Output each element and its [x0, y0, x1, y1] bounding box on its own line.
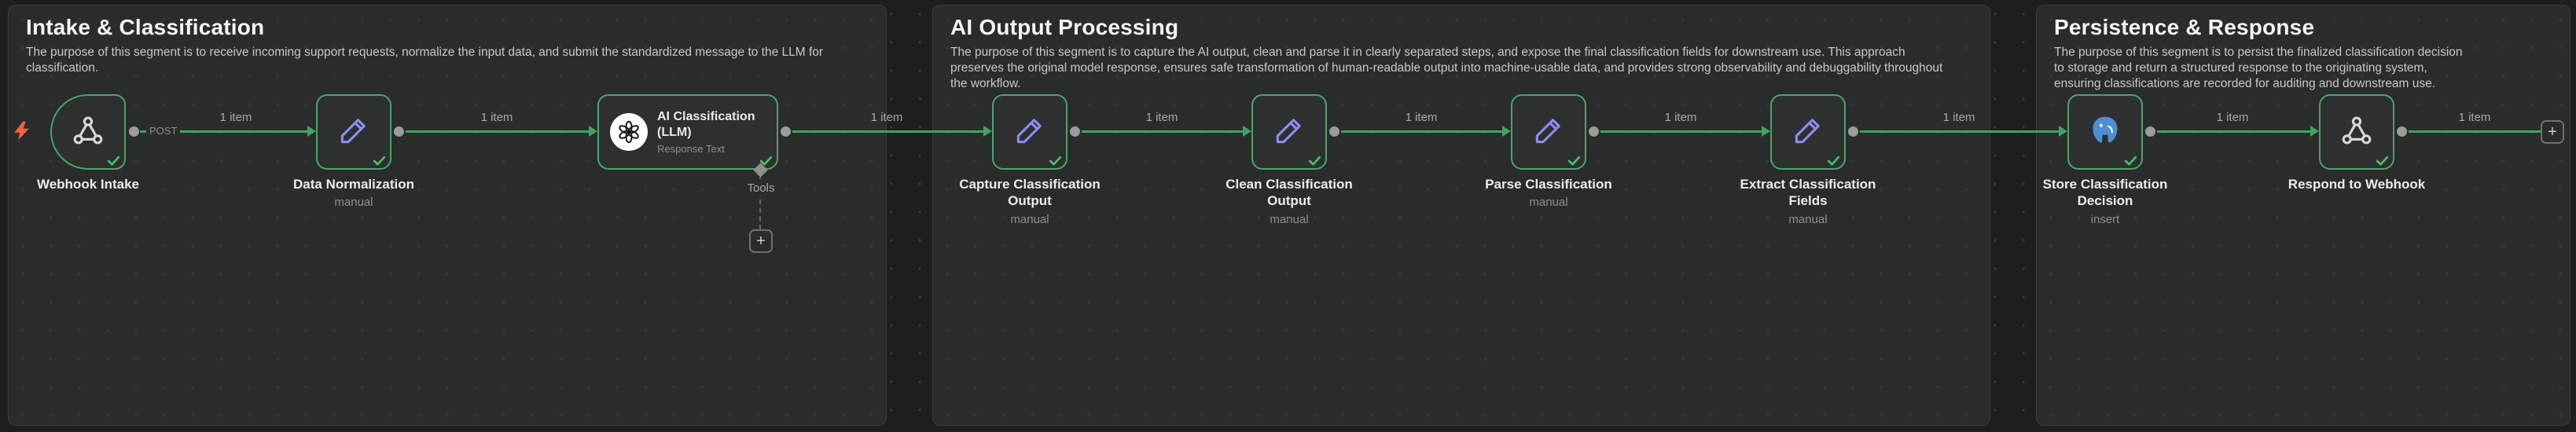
success-check-icon — [759, 153, 774, 168]
section-description: The purpose of this segment is to captur… — [950, 46, 1943, 90]
output-port[interactable] — [2397, 126, 2407, 137]
webhook-method-badge: POST — [146, 123, 181, 138]
node-name: Parse Classification manual — [1462, 176, 1635, 211]
output-port[interactable] — [2145, 126, 2155, 137]
node-subtitle: manual — [334, 196, 373, 210]
connection-items-count: 1 item — [1145, 111, 1178, 124]
node-capture-classification-output[interactable] — [992, 94, 1068, 170]
section-title: Intake & Classification — [26, 15, 265, 39]
node-name: Capture Classification Output manual — [943, 176, 1116, 227]
node-subtitle: manual — [1529, 196, 1568, 210]
connection-arrowhead — [2310, 126, 2319, 137]
node-inner-text: AI Classification (LLM) Response Text — [657, 109, 771, 154]
success-check-icon — [2123, 153, 2138, 168]
connection-items-count: 1 item — [870, 111, 903, 124]
tools-connection-dashed-line — [759, 174, 761, 229]
section-title: Persistence & Response — [2054, 15, 2315, 39]
postgres-icon — [2088, 113, 2122, 152]
sticky-note-intake-classification[interactable]: Intake & Classification The purpose of t… — [8, 5, 887, 426]
sticky-note-ai-output-processing[interactable]: AI Output Processing The purpose of this… — [932, 5, 1990, 426]
success-check-icon — [1048, 153, 1063, 168]
node-name: Webhook Intake — [36, 177, 140, 192]
success-check-icon — [1826, 153, 1841, 168]
node-subtitle: manual — [1270, 212, 1309, 226]
tools-port-label: Tools — [744, 181, 778, 196]
node-parse-classification[interactable] — [1511, 94, 1586, 170]
node-subtitle: insert — [2090, 212, 2120, 226]
node-subtitle: Response Text — [657, 142, 725, 155]
section-description: The purpose of this segment is to receiv… — [26, 46, 824, 75]
node-clean-classification-output[interactable] — [1251, 94, 1327, 170]
node-webhook-intake[interactable] — [50, 94, 126, 170]
node-extract-classification-fields[interactable] — [1770, 94, 1846, 170]
connection[interactable] — [2409, 130, 2541, 133]
add-tool-button[interactable]: + — [749, 229, 773, 253]
connection-arrowhead — [307, 126, 316, 137]
success-check-icon — [1567, 153, 1582, 168]
success-check-icon — [1307, 153, 1322, 168]
connection[interactable] — [1860, 130, 2059, 133]
success-check-icon — [2375, 153, 2390, 168]
connection[interactable] — [792, 130, 983, 133]
add-node-button[interactable]: + — [2541, 120, 2564, 144]
pen-icon — [336, 113, 371, 152]
node-ai-classification-llm[interactable]: AI Classification (LLM) Response Text — [597, 94, 778, 170]
node-subtitle: manual — [1010, 212, 1049, 226]
connection-arrowhead — [589, 126, 597, 137]
pen-icon — [1531, 113, 1566, 152]
node-store-classification-decision[interactable] — [2067, 94, 2143, 170]
output-port[interactable] — [1589, 126, 1599, 137]
node-name: Data Normalization manual — [267, 176, 440, 211]
connection-items-count: 1 item — [2458, 111, 2491, 124]
node-subtitle: manual — [1788, 212, 1828, 226]
connection-items-count: 1 item — [1405, 111, 1438, 124]
connection-arrowhead — [1502, 126, 1511, 137]
connection-arrowhead — [983, 126, 992, 137]
output-port[interactable] — [394, 126, 404, 137]
node-name: AI Classification (LLM) — [657, 110, 755, 139]
connection-items-count: 1 item — [1664, 111, 1697, 124]
connection-arrowhead — [2059, 126, 2067, 137]
section-description: The purpose of this segment is to persis… — [2054, 46, 2463, 90]
sticky-note-persistence-response[interactable]: Persistence & Response The purpose of th… — [2036, 5, 2570, 426]
pen-icon — [1012, 113, 1047, 152]
node-name: Respond to Webhook — [2288, 177, 2426, 192]
node-data-normalization[interactable] — [316, 94, 391, 170]
connection[interactable] — [2157, 130, 2310, 133]
pen-icon — [1272, 113, 1306, 152]
output-port[interactable] — [1848, 126, 1858, 137]
connection-items-count: 1 item — [480, 111, 513, 124]
output-port[interactable] — [1070, 126, 1080, 137]
connection[interactable] — [140, 130, 307, 133]
connection[interactable] — [1600, 130, 1762, 133]
node-name: Clean Classification Output manual — [1203, 176, 1376, 227]
webhook-icon — [72, 114, 105, 151]
output-port[interactable] — [1329, 126, 1339, 137]
node-name: Extract Classification Fields manual — [1722, 176, 1894, 227]
connection-items-count: 1 item — [1942, 111, 1975, 124]
success-check-icon — [372, 153, 387, 168]
output-port[interactable] — [129, 126, 139, 137]
pen-icon — [1791, 113, 1825, 152]
connection[interactable] — [406, 130, 589, 133]
connection-arrowhead — [1762, 126, 1770, 137]
node-respond-to-webhook[interactable] — [2319, 94, 2394, 170]
connection-items-count: 1 item — [219, 111, 252, 124]
webhook-icon — [2340, 114, 2373, 151]
success-check-icon — [106, 153, 121, 168]
connection-items-count: 1 item — [2216, 111, 2249, 124]
section-title: AI Output Processing — [950, 15, 1179, 39]
node-name: Store Classification Decision insert — [2019, 176, 2192, 227]
connection-arrowhead — [1243, 126, 1251, 137]
connection[interactable] — [1341, 130, 1502, 133]
trigger-bolt-icon — [11, 120, 32, 141]
output-port[interactable] — [781, 126, 791, 137]
openai-icon — [610, 113, 648, 151]
connection[interactable] — [1082, 130, 1243, 133]
